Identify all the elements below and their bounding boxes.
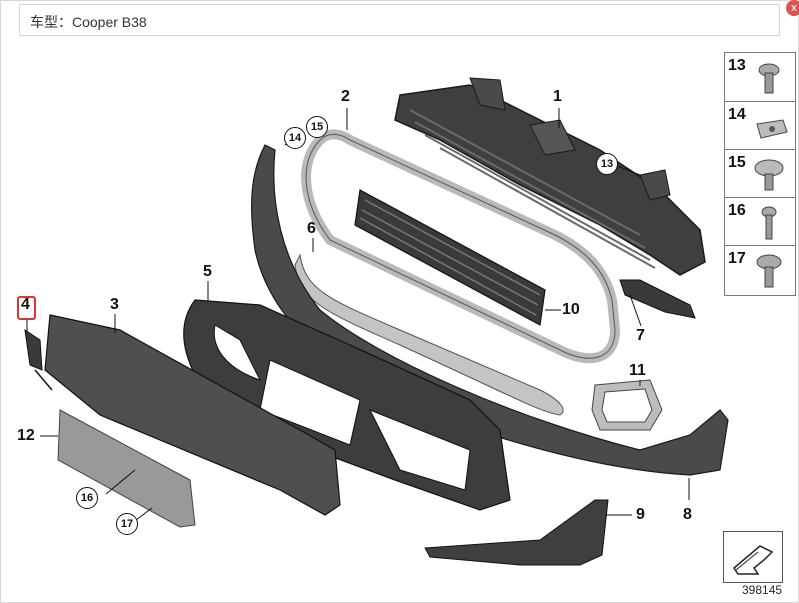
part-6-trim-strip[interactable] (294, 253, 564, 416)
part-4-bracket[interactable] (24, 328, 53, 391)
fastener-13[interactable]: 13 (725, 53, 795, 101)
callout-4: 4 (21, 296, 30, 313)
torx-screw-washer-icon (758, 63, 780, 94)
callout-10: 10 (562, 301, 580, 318)
callout-9: 9 (636, 506, 645, 523)
orientation-box (723, 531, 783, 583)
callout-16: 16 (76, 487, 98, 509)
part-2-trim-ring[interactable] (301, 129, 621, 364)
callout-6: 6 (307, 220, 316, 237)
fastener-panel: 13 14 15 16 17 (724, 52, 796, 296)
fastener-13-num: 13 (728, 57, 746, 74)
screw-icon (761, 206, 777, 240)
callout-7: 7 (636, 327, 645, 344)
callout-1: 1 (553, 88, 562, 105)
highlight-callout-4 (17, 296, 36, 320)
diagram-id: 398145 (742, 583, 783, 597)
close-icon[interactable]: x (786, 0, 799, 16)
fastener-14-num: 14 (728, 106, 746, 123)
torx-screw-collar-icon (756, 254, 782, 288)
fastener-15[interactable]: 15 (725, 149, 795, 197)
callout-17: 17 (116, 513, 138, 535)
fastener-17[interactable]: 17 (725, 245, 795, 293)
part-11-fog-ring[interactable] (591, 379, 663, 431)
part-12-plate-base[interactable] (57, 409, 196, 528)
callout-8: 8 (683, 506, 692, 523)
fastener-14[interactable]: 14 (725, 101, 795, 149)
callout-13: 13 (596, 153, 618, 175)
callout-2: 2 (341, 88, 350, 105)
part-3-lower-section[interactable] (44, 314, 341, 516)
callout-14: 14 (284, 127, 306, 149)
fastener-16-num: 16 (728, 202, 746, 219)
part-5-lower-frame[interactable] (183, 299, 511, 511)
fastener-16[interactable]: 16 (725, 197, 795, 245)
model-header: 车型：Cooper B38 (19, 4, 780, 36)
part-9-lower-lip[interactable] (424, 499, 609, 566)
callout-3: 3 (110, 296, 119, 313)
fastener-17-num: 17 (728, 250, 746, 267)
clip-nut-icon (756, 119, 788, 139)
model-label: 车型：Cooper B38 (30, 14, 147, 30)
callout-15: 15 (306, 116, 328, 138)
part-8-bumper-cover[interactable] (251, 144, 729, 476)
callout-11: 11 (629, 362, 646, 379)
callout-5: 5 (203, 263, 212, 280)
callout-12: 12 (17, 427, 35, 444)
expanding-rivet-icon (754, 159, 784, 191)
part-10-mesh-grille[interactable] (354, 189, 546, 326)
fastener-15-num: 15 (728, 154, 746, 171)
part-7-bracket[interactable] (619, 279, 696, 319)
part-1-grille[interactable] (394, 77, 706, 276)
direction-arrow-icon (733, 545, 774, 575)
